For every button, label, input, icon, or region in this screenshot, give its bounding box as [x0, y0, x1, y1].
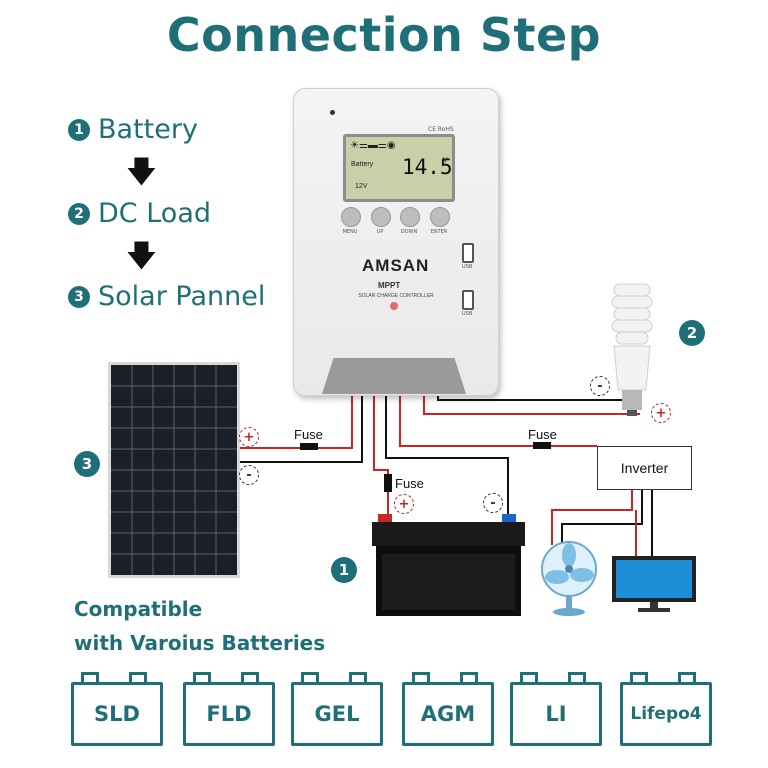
- lcd-unit: V: [443, 157, 448, 164]
- battery-negative-marker: -: [483, 493, 503, 513]
- battery-type-li: LI: [510, 670, 602, 746]
- menu-button-label: MENU: [342, 229, 358, 235]
- step-label: Battery: [98, 114, 198, 145]
- inverter-fuse-label: Fuse: [528, 427, 557, 442]
- up-button[interactable]: [371, 207, 391, 227]
- panel-negative-marker: -: [239, 465, 259, 485]
- callout-badge-load: 2: [679, 320, 705, 346]
- step-label: Solar Pannel: [98, 281, 266, 312]
- inverter-box: Inverter: [597, 446, 692, 490]
- down-arrow-icon: 🡇: [126, 240, 157, 273]
- step-dc-load: 2 DC Load: [68, 198, 211, 229]
- callout-badge-panel: 3: [74, 451, 100, 477]
- usb-label: USB: [462, 264, 473, 270]
- page-title: Connection Step: [166, 8, 602, 62]
- solar-panel-image: [108, 362, 240, 578]
- usb-label: USB: [462, 311, 473, 317]
- down-button-label: DOWN: [400, 229, 418, 235]
- enter-button[interactable]: [430, 207, 450, 227]
- load-negative-marker: -: [590, 376, 610, 396]
- battery-type-gel: GEL: [291, 670, 383, 746]
- compatible-line-1: Compatible: [74, 597, 203, 621]
- indicator-icon: [390, 302, 398, 310]
- controller-terminal-cover: [322, 358, 466, 394]
- compatible-line-2: with Varoius Batteries: [74, 631, 326, 655]
- lcd-value: 14.5: [402, 155, 453, 179]
- step-number-badge: 1: [68, 118, 90, 141]
- status-led: [330, 110, 335, 115]
- step-number-badge: 3: [68, 285, 90, 308]
- battery-positive-marker: +: [394, 494, 414, 514]
- controller-subtitle: SOLAR CHARGE CONTROLLER: [358, 293, 434, 299]
- fan-wire-positive: [551, 488, 633, 545]
- panel-fuse-label: Fuse: [294, 427, 323, 442]
- brand-logo: AMSAN: [362, 256, 430, 275]
- enter-button-label: ENTER: [430, 229, 448, 235]
- battery-type-sld: SLD: [71, 670, 163, 746]
- down-button[interactable]: [400, 207, 420, 227]
- usb-port-2[interactable]: [462, 290, 474, 310]
- step-label: DC Load: [98, 198, 211, 229]
- panel-positive-marker: +: [239, 427, 259, 447]
- monitor-icon: [612, 556, 696, 612]
- fan-icon: [541, 541, 597, 616]
- battery-negative-wire: [385, 394, 509, 515]
- panel-positive-wire: [238, 394, 353, 449]
- callout-badge-battery: 1: [331, 557, 357, 583]
- lcd-display: ☀⚌▬⚌◉ Battery 14.5 V 12V: [343, 134, 455, 202]
- panel-fuse: [300, 443, 318, 450]
- cert-label: CE RoHS: [428, 126, 454, 133]
- battery-positive-wire: [373, 394, 389, 515]
- menu-button[interactable]: [341, 207, 361, 227]
- battery-type-lifepo4: Lifepo4: [620, 670, 712, 746]
- battery-type-fld: FLD: [183, 670, 275, 746]
- lcd-system-voltage: 12V: [355, 183, 368, 190]
- load-positive-marker: +: [651, 403, 671, 423]
- inverter-positive-wire: [399, 394, 597, 447]
- car-battery-image: [372, 514, 525, 616]
- model-label: MPPT: [378, 281, 401, 290]
- battery-type-agm: AGM: [402, 670, 494, 746]
- lcd-label: Battery: [351, 161, 374, 168]
- battery-fuse-label: Fuse: [395, 476, 424, 491]
- up-button-label: UP: [376, 229, 384, 235]
- fan-wire-negative: [561, 488, 643, 545]
- battery-fuse: [384, 474, 392, 492]
- step-number-badge: 2: [68, 202, 90, 225]
- light-bulb-icon: [611, 283, 653, 416]
- step-battery: 1 Battery: [68, 114, 198, 145]
- load-positive-wire: [423, 394, 640, 415]
- load-negative-wire: [437, 394, 625, 401]
- solar-battery-bulb-icon: ☀⚌▬⚌◉: [350, 140, 396, 151]
- panel-negative-wire: [238, 394, 363, 463]
- step-solar-panel: 3 Solar Pannel: [68, 281, 265, 312]
- down-arrow-icon: 🡇: [126, 156, 157, 189]
- inverter-fuse: [533, 442, 551, 449]
- compatible-text: Compatible with Varoius Batteries: [74, 592, 325, 660]
- usb-port-1[interactable]: [462, 243, 474, 263]
